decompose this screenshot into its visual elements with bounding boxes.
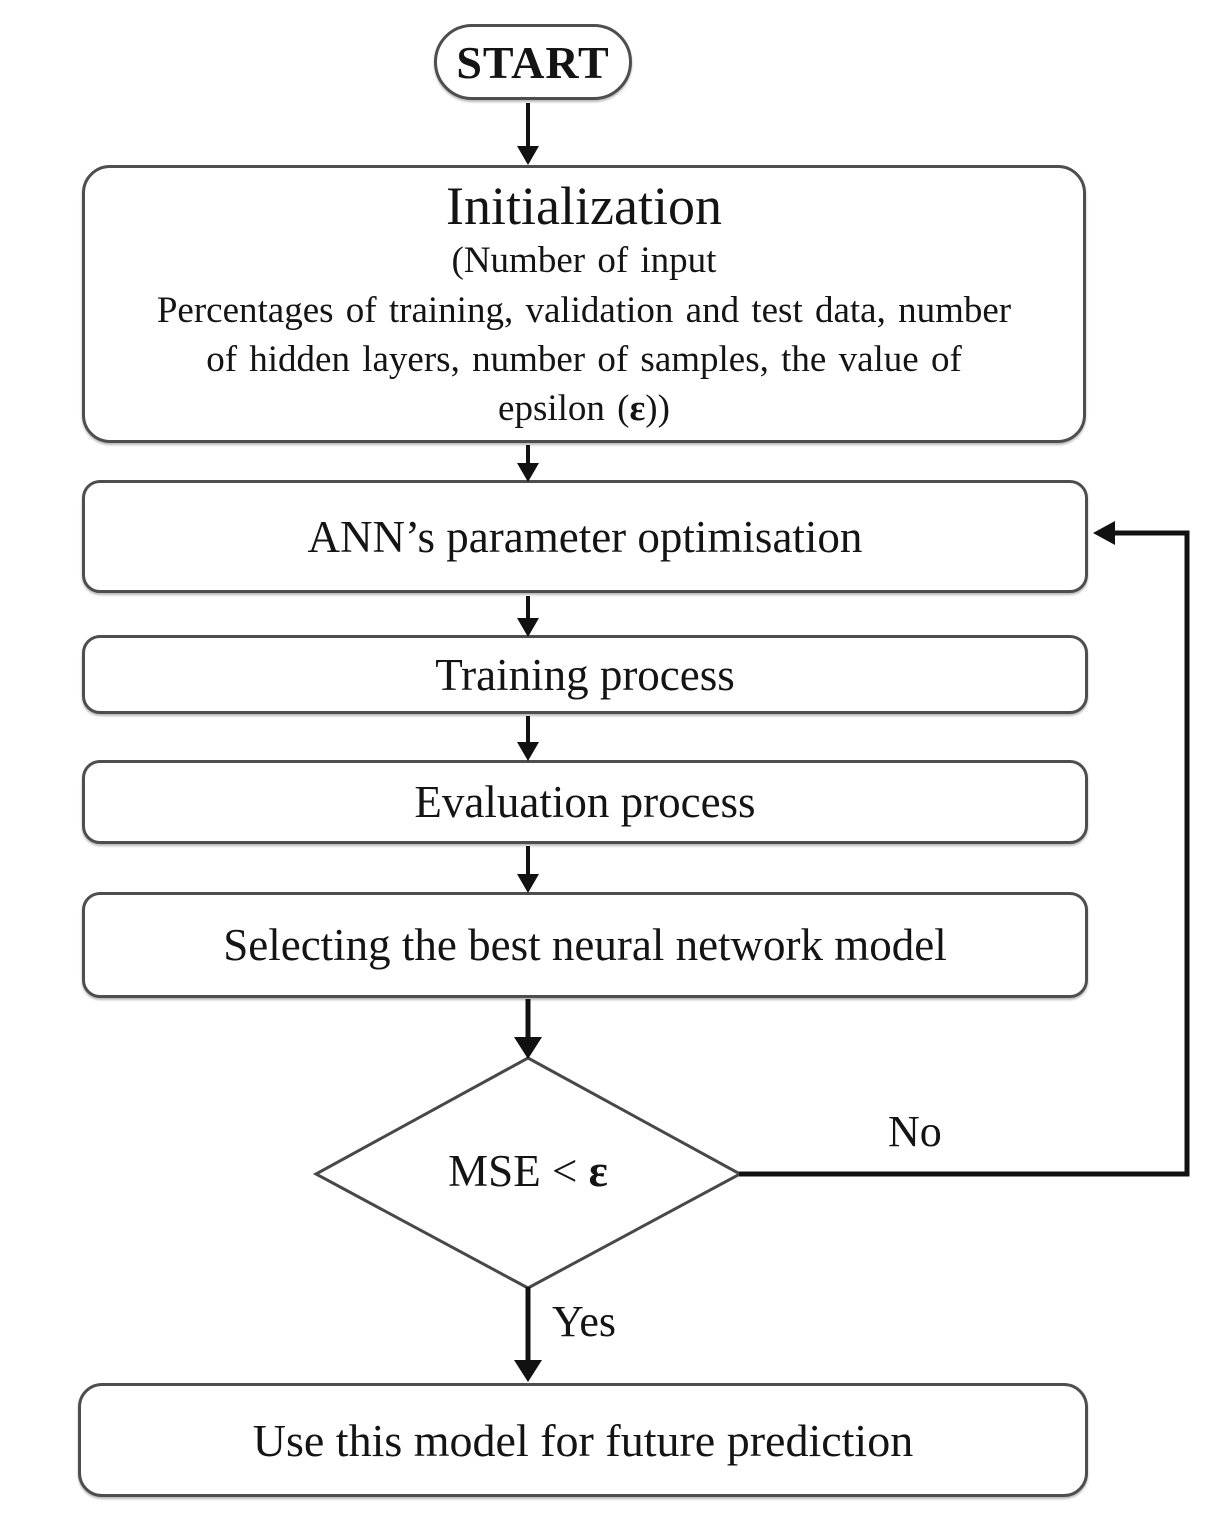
future-prediction-label: Use this model for future prediction	[252, 1414, 914, 1466]
arrow-ann-to-training	[517, 596, 539, 637]
yes-branch-label: Yes	[552, 1297, 617, 1346]
epsilon-line-prefix: epsilon (	[498, 388, 630, 430]
evaluation-process-label: Evaluation process	[414, 777, 756, 827]
arrow-start-to-init	[517, 103, 539, 165]
initialization-line-2: Percentages of training, validation and …	[156, 289, 1012, 331]
arrow-evaluation-to-selecting	[517, 846, 539, 893]
start-label: START	[456, 36, 610, 88]
initialization-line-3: of hidden layers, number of samples, the…	[206, 338, 962, 380]
ann-parameter-optimisation-label: ANN’s parameter optimisation	[307, 511, 863, 562]
select-best-model-label: Selecting the best neural network model	[223, 920, 947, 970]
future-prediction-box: Use this model for future prediction	[78, 1383, 1088, 1497]
no-branch-label: No	[888, 1107, 942, 1156]
arrow-selecting-to-decision	[514, 999, 542, 1059]
epsilon-line-suffix: ))	[645, 388, 670, 430]
decision-epsilon-symbol: ε	[588, 1146, 608, 1196]
initialization-line-4: epsilon (ε))	[498, 384, 670, 433]
ann-parameter-optimisation-box: ANN’s parameter optimisation	[82, 480, 1088, 593]
training-process-box: Training process	[82, 635, 1088, 714]
training-process-label: Training process	[435, 649, 735, 700]
arrow-init-to-ann	[517, 445, 539, 482]
epsilon-symbol: ε	[629, 388, 646, 430]
initialization-box: Initialization (Number of input Percenta…	[82, 165, 1086, 443]
arrow-no-loop-to-ann	[739, 521, 1190, 1177]
arrow-training-to-evaluation	[517, 716, 539, 761]
decision-label-prefix: MSE <	[448, 1146, 589, 1196]
initialization-line-1: (Number of input	[451, 240, 717, 282]
arrow-yes-to-final	[514, 1287, 542, 1382]
evaluation-process-box: Evaluation process	[82, 760, 1088, 844]
initialization-title: Initialization	[446, 176, 722, 236]
decision-label: MSE < ε	[316, 1145, 740, 1197]
select-best-model-box: Selecting the best neural network model	[82, 892, 1088, 998]
start-terminator: START	[434, 24, 632, 100]
